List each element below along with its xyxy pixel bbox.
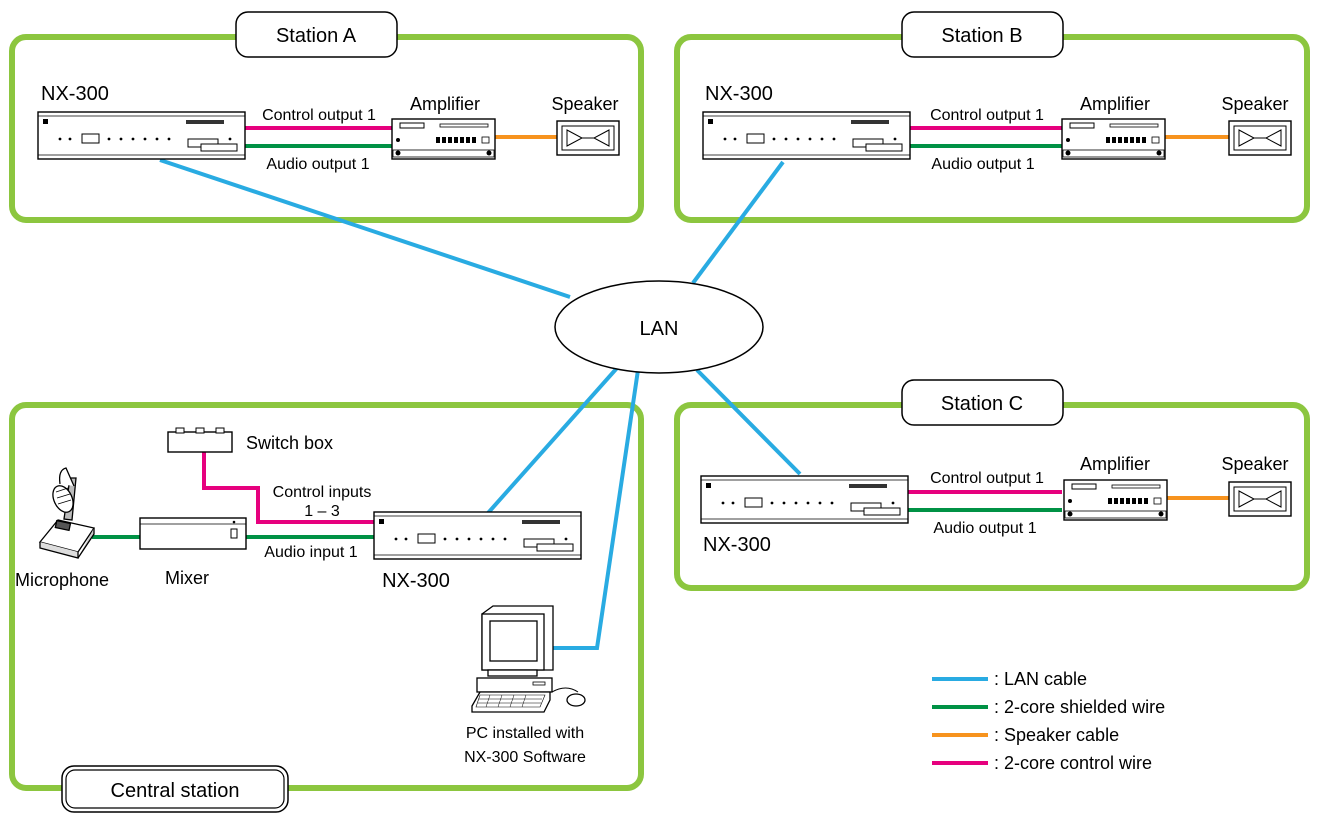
central-station-box [9,402,644,791]
speaker-unit [1228,481,1292,517]
control-output-label: Control output 1 [262,107,376,124]
control-inputs-label: Control inputs [273,484,372,501]
audio-output-label: Audio output 1 [266,156,369,173]
legend: : LAN cable : 2-core shielded wire : Spe… [932,669,1165,773]
nx300-unit [373,511,582,560]
station-c: NX-300 Amplifier Speaker Control output … [700,454,1292,556]
nx300-label: NX-300 [382,570,450,592]
speaker-unit [556,120,620,156]
switch-box [167,427,233,453]
legend-label-lan: : LAN cable [994,669,1087,689]
central-station: Switch box Control inputs 1 – 3 Audio in… [15,427,586,766]
station-b: NX-300 Amplifier Speaker Control output … [702,83,1292,173]
mixer-label: Mixer [165,568,209,588]
station-c-title-tab: Station C [901,379,1064,426]
nx300-label: NX-300 [705,83,773,105]
microphone-label: Microphone [15,570,109,590]
nx300-label: NX-300 [703,534,771,556]
audio-output-label: Audio output 1 [931,156,1034,173]
central-station-title-tab: Central station [61,765,289,813]
nx300-unit [37,111,246,160]
lan-cables [159,158,802,650]
nx300-unit [702,111,911,160]
switch-box-label: Switch box [246,433,333,453]
station-c-title: Station C [941,393,1023,415]
nx300-label: NX-300 [41,83,109,105]
station-a: NX-300 Amplifier Speaker Control output … [37,83,620,173]
control-inputs-range: 1 – 3 [304,503,340,520]
legend-label-control: : 2-core control wire [994,753,1152,773]
station-a-title-tab: Station A [235,11,398,58]
amplifier-unit [1063,479,1168,521]
audio-input-label: Audio input 1 [264,544,358,561]
station-b-title: Station B [941,25,1022,47]
speaker-label: Speaker [1221,94,1288,114]
amplifier-label: Amplifier [1080,94,1150,114]
amplifier-label: Amplifier [1080,454,1150,474]
amplifier-unit [1061,118,1166,160]
control-wire [202,452,374,524]
control-output-label: Control output 1 [930,470,1044,487]
speaker-label: Speaker [551,94,618,114]
speaker-unit [1228,120,1292,156]
amplifier-label: Amplifier [410,94,480,114]
station-a-title: Station A [276,25,357,47]
legend-label-speaker: : Speaker cable [994,725,1119,745]
station-b-title-tab: Station B [901,11,1064,58]
pc-label-line2: NX-300 Software [464,749,586,766]
amplifier-unit [391,118,496,160]
audio-output-label: Audio output 1 [933,520,1036,537]
speaker-label: Speaker [1221,454,1288,474]
legend-label-shielded: : 2-core shielded wire [994,697,1165,717]
central-station-title: Central station [111,780,240,802]
microphone [38,467,96,559]
mixer [139,517,247,550]
pc-label-line1: PC installed with [466,725,584,742]
control-output-label: Control output 1 [930,107,1044,124]
nx300-unit [700,475,909,524]
lan-node [554,280,764,374]
pc [471,605,586,713]
lan-label: LAN [640,318,679,340]
